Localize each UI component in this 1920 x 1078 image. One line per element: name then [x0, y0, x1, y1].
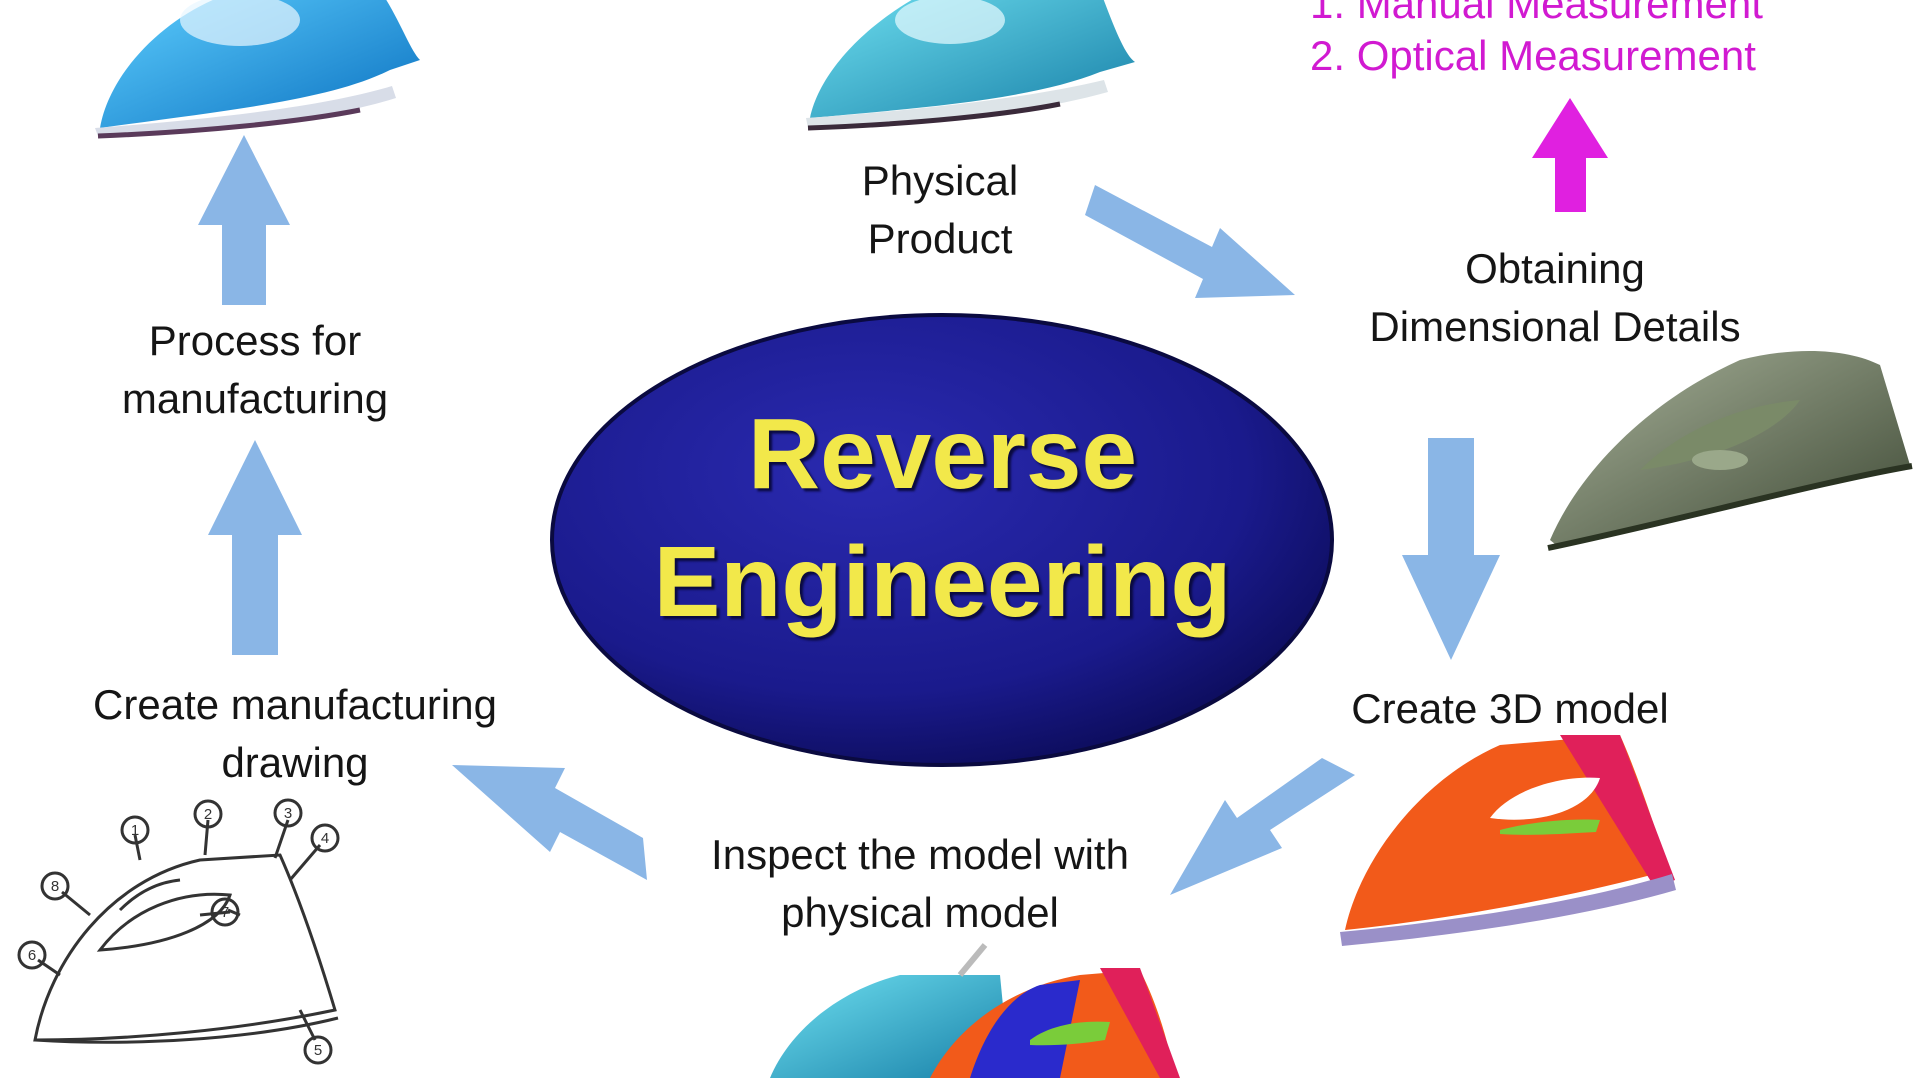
callout-8: 8: [51, 878, 59, 895]
iron-photo-icon: [806, 0, 1135, 128]
callout-5: 5: [314, 1042, 322, 1059]
step-inspect-model: Inspect the model with physical model: [640, 826, 1200, 942]
step-obtaining-dimensional-details: Obtaining Dimensional Details: [1315, 240, 1795, 356]
arrow-product-to-dimensions: [1085, 185, 1295, 298]
title-line-2: Engineering: [555, 518, 1330, 646]
step-create-manufacturing-drawing: Create manufacturing drawing: [40, 676, 550, 792]
iron-cad-model-icon: [770, 945, 1180, 1078]
iron-photo-icon: [95, 0, 420, 136]
step-physical-product: Physical Product: [800, 152, 1080, 268]
measurement-method-optical: 2. Optical Measurement: [1310, 30, 1763, 82]
iron-cad-model-icon: [1340, 735, 1676, 946]
arrow-dimensions-to-3d: [1402, 438, 1500, 660]
iron-line-drawing-icon: [19, 800, 338, 1063]
arrow-measurement-methods: [1532, 98, 1608, 212]
arrow-process-to-iron: [198, 135, 290, 305]
callout-1: 1: [131, 822, 139, 839]
callout-6: 6: [28, 947, 36, 964]
title-line-1: Reverse: [555, 390, 1330, 518]
callout-2: 2: [204, 806, 212, 823]
callout-7: 7: [221, 904, 229, 921]
step-create-3d-model: Create 3D model: [1270, 680, 1750, 738]
measurement-methods: 1. Manual Measurement 2. Optical Measure…: [1310, 0, 1763, 82]
arrow-drawing-to-process: [208, 440, 302, 655]
callout-4: 4: [321, 830, 329, 847]
diagram-title: Reverse Engineering: [555, 390, 1330, 646]
step-process-for-manufacturing: Process for manufacturing: [80, 312, 430, 428]
iron-scan-model-icon: [1548, 351, 1912, 548]
measurement-method-manual: 1. Manual Measurement: [1310, 0, 1763, 30]
callout-3: 3: [284, 805, 292, 822]
